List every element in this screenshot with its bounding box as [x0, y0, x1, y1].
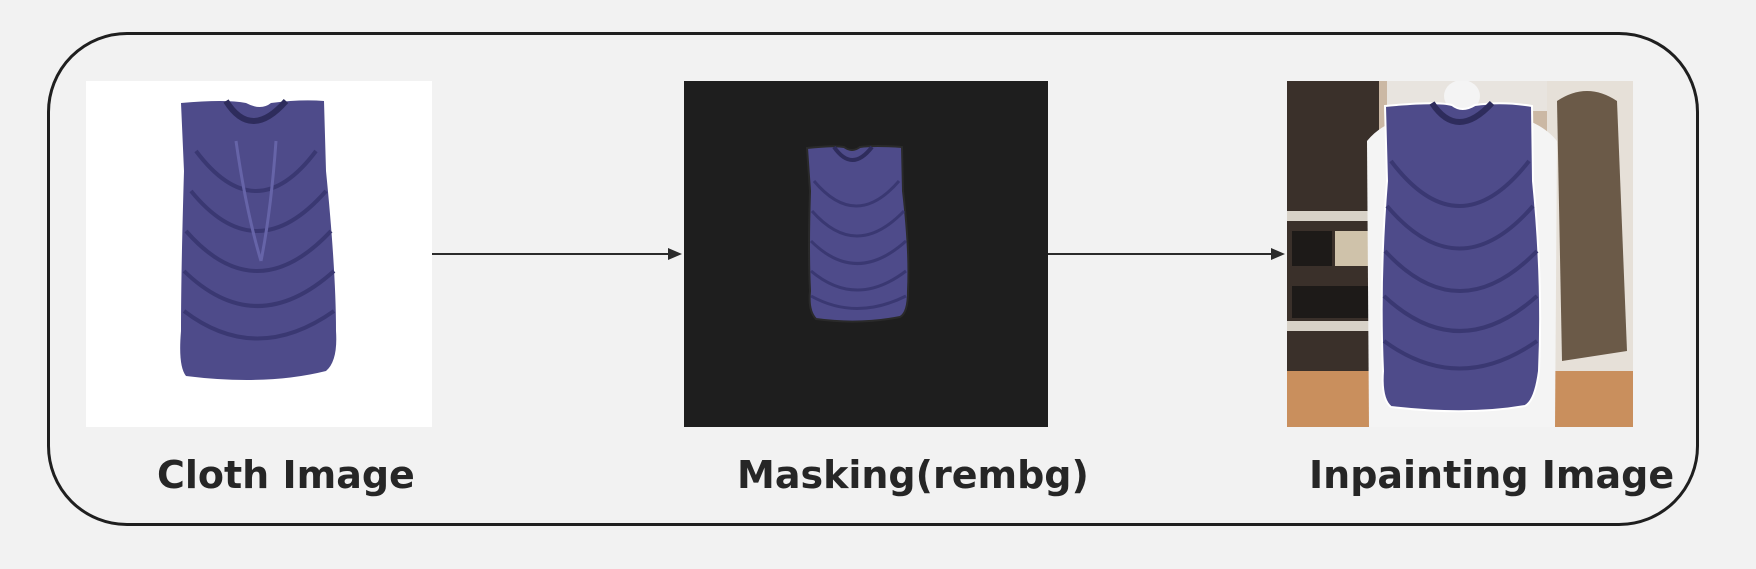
garment-shape	[180, 99, 337, 380]
masked-garment-shape	[805, 145, 910, 323]
cloth-image-svg	[180, 99, 337, 380]
label-cloth-image: Cloth Image	[157, 453, 415, 497]
arrow-mask-to-inpaint	[1048, 246, 1287, 262]
pipeline-frame	[47, 32, 1699, 526]
label-masking: Masking(rembg)	[737, 453, 1089, 497]
inpainted-garment-shape	[1380, 100, 1542, 413]
inpainting-image-svg	[1287, 81, 1633, 427]
label-inpainting-image: Inpainting Image	[1309, 453, 1675, 497]
cloth-image	[86, 81, 432, 427]
masking-image	[684, 81, 1048, 427]
inpainting-image	[1287, 81, 1633, 427]
masking-image-svg	[805, 145, 910, 323]
arrow-cloth-to-mask	[432, 246, 684, 262]
